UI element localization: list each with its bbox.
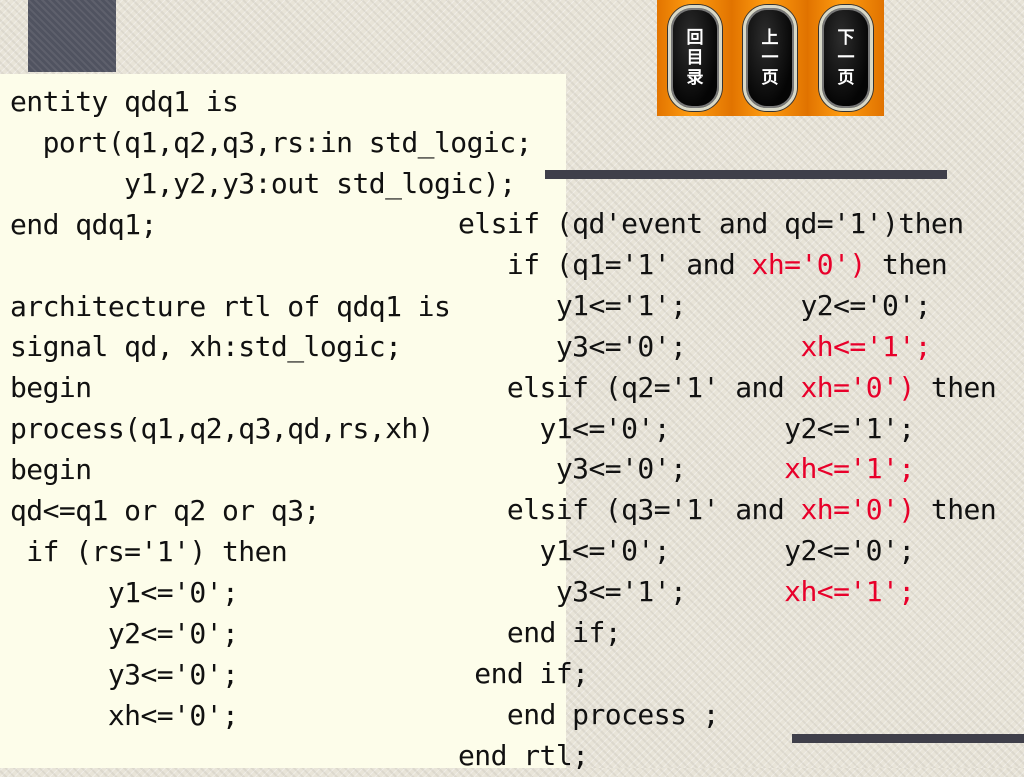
nav-char: 录 [686,68,704,88]
highlighted-code: xh<='1'; [784,575,915,609]
code-segment: if (q1='1' and [458,247,752,281]
code-line: y2<='0'; [10,616,239,650]
nav-char: 页 [837,68,855,88]
highlighted-code: xh<='1'; [784,452,915,486]
code-segment: y3<='0'; [458,329,801,363]
code-line: y3<='0'; [10,657,239,691]
code-segment: y1<='0'; y2<='1'; [458,411,916,445]
decorative-bar-top [545,170,947,179]
highlighted-code: xh='0') [800,370,915,404]
code-segment: then [914,370,997,404]
code-line: signal qd, xh:std_logic; [10,330,402,364]
code-line: if (rs='1') then [10,534,288,568]
code-line: xh<='0'; [10,698,239,732]
code-line: begin [10,453,92,487]
highlighted-code: xh='0') [800,493,915,527]
nav-char: 上 [761,28,779,48]
code-line: y1<='0'; y2<='1'; [458,409,996,450]
code-segment: y1<='1'; y2<='0'; [458,288,932,322]
code-line: elsif (q3='1' and xh='0') then [458,490,997,531]
code-line: if (q1='1' and xh='0') then [458,245,996,286]
code-line: y3<='1'; xh<='1'; [458,572,996,613]
nav-button-next-page[interactable]: 下 一 页 [808,0,884,116]
code-line: end process ; [458,695,996,736]
code-line: y1<='1'; y2<='0'; [458,286,996,327]
code-segment: y1<='0'; y2<='0'; [458,534,916,568]
code-segment: elsif (qd'event and qd='1')then [458,207,964,240]
nav-char: 页 [761,68,779,88]
code-segment: end if; [458,616,622,650]
code-line: entity qdq1 is [10,85,239,118]
nav-char: 下 [837,28,855,48]
nav-pill: 回 目 录 [668,5,722,111]
code-line: elsif (q2='1' and xh='0') then [458,368,997,409]
code-line: y1<='0'; [10,575,239,609]
code-segment: end process ; [458,697,720,731]
code-segment: end rtl; [458,738,589,772]
code-segment: elsif (q2='1' and [458,370,801,404]
nav-pill: 下 一 页 [819,5,873,111]
decorative-square [28,0,116,72]
code-line: end if; [458,654,996,695]
code-segment: then [865,247,948,281]
code-panel [0,74,566,768]
code-line: elsif (qd'event and qd='1')then [458,204,996,245]
code-line: end rtl; [458,736,996,777]
highlighted-code: xh='0') [751,247,867,281]
nav-char: 一 [837,48,855,68]
nav-char: 目 [686,48,704,68]
code-segment: then [914,493,997,527]
code-line: port(q1,q2,q3,rs:in std_logic; [10,125,533,159]
nav-char: 一 [761,48,779,68]
code-block-right: elsif (qd'event and qd='1')then if (q1='… [458,204,997,777]
code-segment: y3<='1'; [458,575,785,609]
code-block-left: entity qdq1 is port(q1,q2,q3,rs:in std_l… [10,82,532,737]
code-line: y3<='0'; xh<='1'; [458,449,996,490]
code-line: y1<='0'; y2<='0'; [458,531,996,572]
code-line: end if; [458,613,996,654]
highlighted-code: xh<='1'; [800,329,931,363]
code-line [10,246,532,287]
code-line: y3<='0'; xh<='1'; [458,327,996,368]
nav-pill: 上 一 页 [743,5,797,111]
code-segment: y3<='0'; [458,452,785,486]
code-line: process(q1,q2,q3,qd,rs,xh) [10,412,435,446]
code-segment: end if; [458,656,589,690]
code-line: architecture rtl of qdq1 is [10,289,451,323]
code-segment: elsif (q3='1' and [458,493,801,527]
code-line: end qdq1; [10,207,157,241]
code-line: qd<=q1 or q2 or q3; [10,494,320,528]
code-line: begin [10,371,92,405]
nav-char: 回 [686,28,704,48]
nav-button-previous-page[interactable]: 上 一 页 [732,0,808,116]
nav-button-table-of-contents[interactable]: 回 目 录 [657,0,733,116]
code-line: y1,y2,y3:out std_logic); [10,166,516,200]
decorative-bar-bottom [792,734,1024,743]
